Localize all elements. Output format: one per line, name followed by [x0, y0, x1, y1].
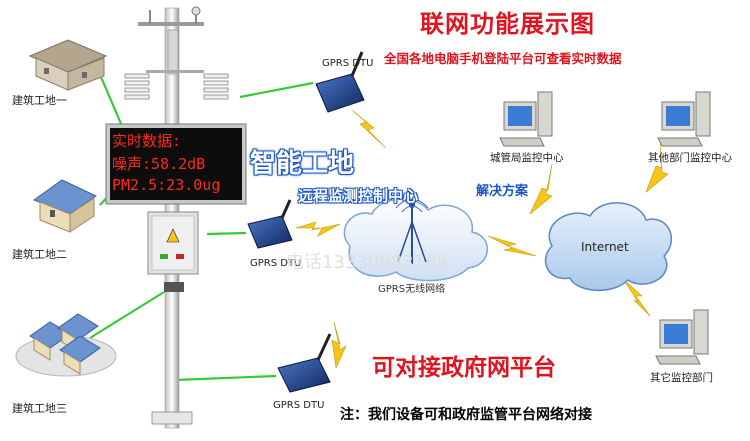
pc-label-city: 城管局监控中心	[490, 152, 564, 164]
dtu-device-bottom	[277, 333, 332, 393]
dtu-device-middle	[247, 199, 293, 249]
site-label-1: 建筑工地一	[12, 94, 67, 107]
internet-cloud	[544, 202, 673, 292]
dtu-label-middle: GPRS DTU	[250, 258, 302, 269]
lightning-bolts	[295, 109, 669, 370]
house-2	[32, 179, 97, 233]
center-title: 智能工地	[250, 149, 355, 179]
pc-label-other-dept: 其他部门监控中心	[648, 152, 732, 164]
green-links	[89, 69, 314, 382]
dtu-label-top: GPRS DTU	[322, 58, 374, 69]
government-platform-label: 可对接政府网平台	[372, 355, 556, 381]
site-label-2: 建筑工地二	[12, 248, 67, 261]
led-line-3: PM2.5:23.0ug	[112, 176, 221, 194]
pc-other-monitor	[655, 309, 709, 365]
led-line-2: 噪声:58.2dB	[112, 155, 206, 173]
dtu-device-top	[315, 51, 365, 113]
internet-label: Internet	[581, 240, 629, 254]
solution-label: 解决方案	[476, 184, 529, 199]
house-1	[28, 39, 108, 91]
site-label-3: 建筑工地三	[12, 402, 67, 415]
house-3-cluster	[15, 313, 117, 377]
gprs-cloud	[343, 198, 489, 282]
led-display-board	[105, 123, 247, 205]
pc-city	[499, 91, 553, 147]
sensor-shield-left	[124, 73, 150, 100]
sensor-shield-right	[203, 73, 229, 100]
diagram-title: 联网功能展示图	[420, 10, 595, 38]
phone-watermark: 电话13330983185	[286, 252, 448, 273]
dtu-label-bottom: GPRS DTU	[273, 400, 325, 411]
control-box	[147, 211, 199, 275]
diagram-subtitle: 全国各地电脑手机登陆平台可查看实时数据	[384, 51, 622, 66]
pc-label-other-monitor: 其它监控部门	[650, 372, 713, 384]
pc-other-dept	[657, 91, 711, 147]
gprs-network-label: GPRS无线网络	[378, 284, 446, 295]
led-line-1: 实时数据:	[112, 132, 182, 150]
note-text: 注：我们设备可和政府监管平台网络对接	[340, 407, 592, 423]
center-subtitle: 远程监测控制中心	[298, 187, 419, 205]
